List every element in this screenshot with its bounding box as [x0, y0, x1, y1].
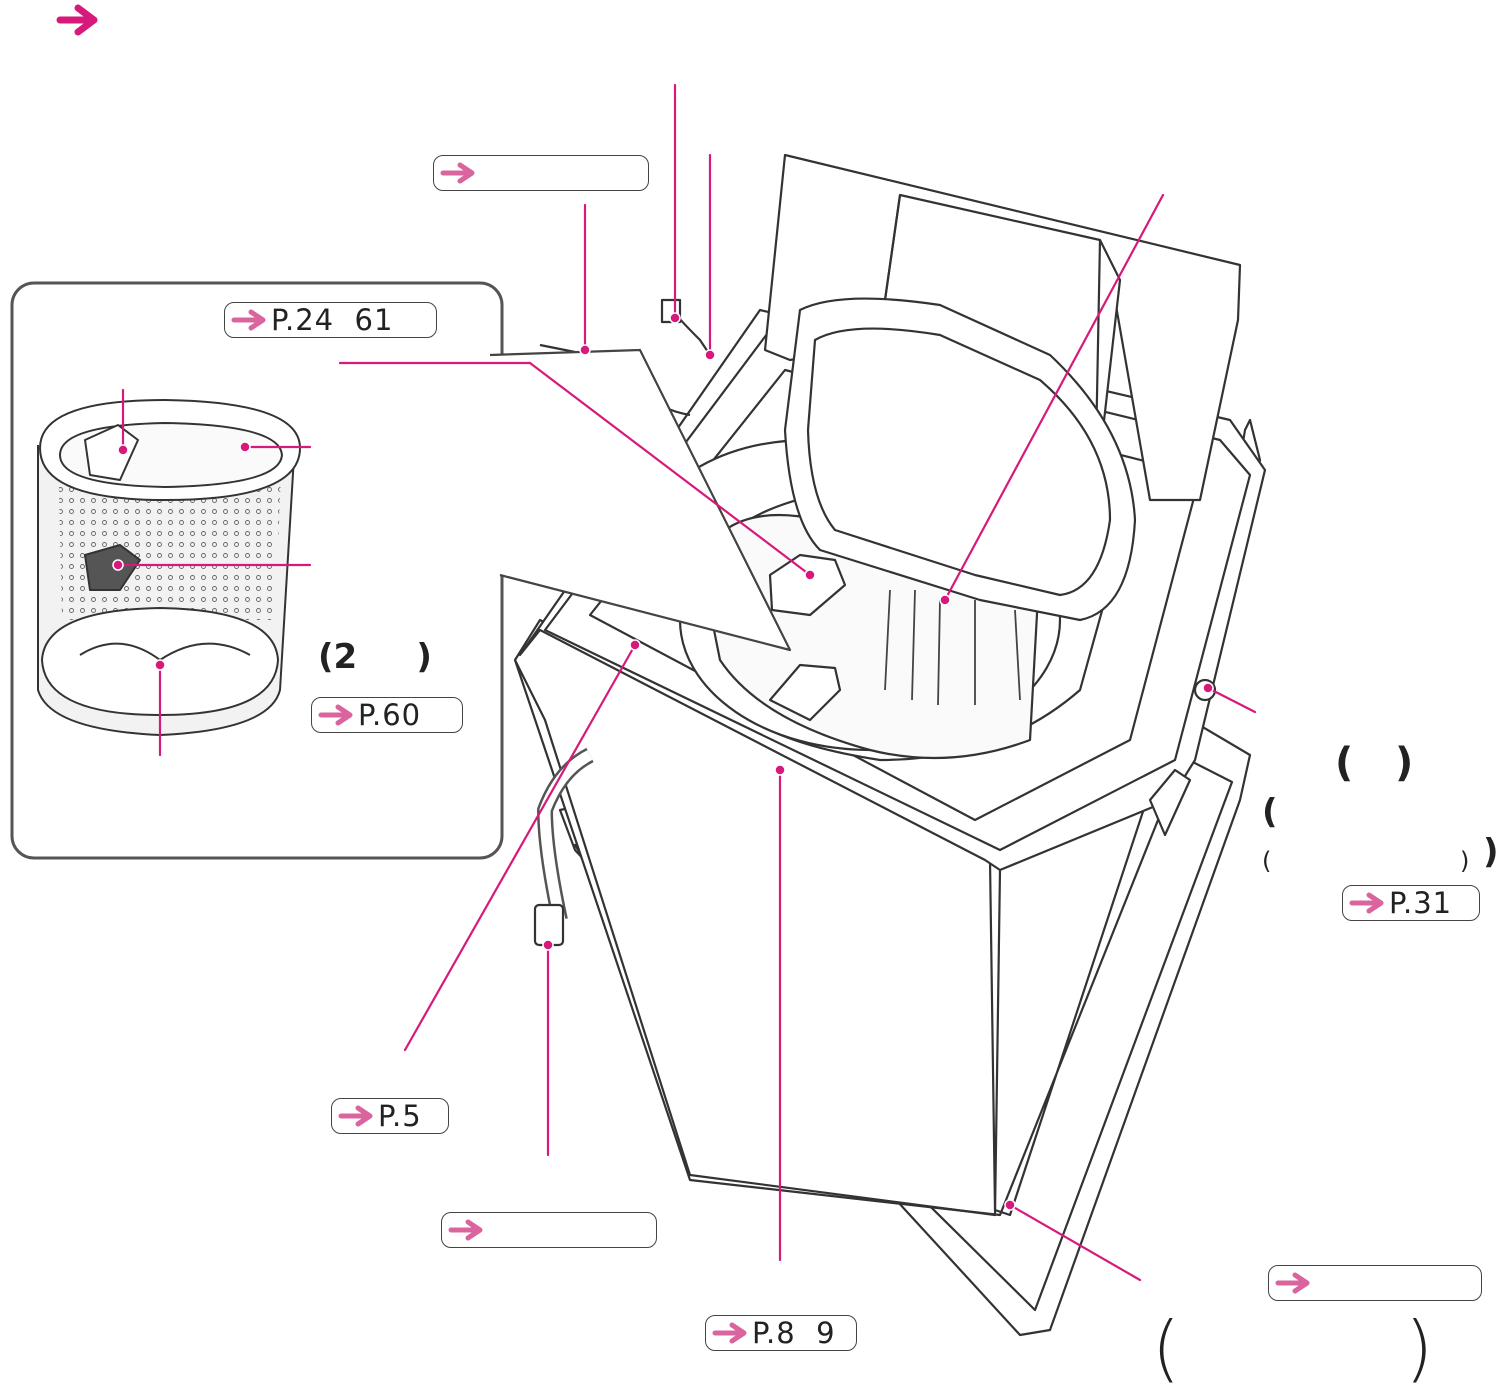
- cabinet-body: [513, 418, 1262, 1217]
- lid: [763, 153, 1242, 502]
- small-open-paren-label: (: [1262, 847, 1272, 875]
- bottom-open-paren-label: (: [1152, 1306, 1181, 1390]
- reference-badge-p8: P.8 9: [705, 1315, 857, 1351]
- right-arrow-icon: [338, 1105, 373, 1127]
- right-arrow-icon: [448, 1219, 483, 1241]
- reference-badge: [433, 155, 649, 191]
- right-arrow-icon: [231, 309, 266, 331]
- reference-badge-p24: P.24 61: [224, 302, 437, 338]
- reference-badge-p31: P.31: [1342, 885, 1480, 921]
- bottom-close-paren-label: ): [1405, 1306, 1434, 1390]
- leader-lines: [116, 83, 1257, 1282]
- badge-label: P.5: [378, 1098, 422, 1133]
- inset-count-label: (2 ): [318, 637, 432, 677]
- badge-label: P.31: [1389, 885, 1453, 920]
- badge-label: P.24 61: [271, 302, 394, 337]
- badge-label: P.60: [358, 697, 422, 732]
- inset-drum: [37, 399, 301, 736]
- reference-badge-p5: P.5: [331, 1098, 449, 1134]
- right-arrow-icon: [1349, 892, 1384, 914]
- open-paren-label: (: [1262, 792, 1278, 832]
- right-arrow-icon: [440, 162, 475, 184]
- reference-badge: [441, 1212, 657, 1248]
- right-arrow-icon: [318, 704, 353, 726]
- close-paren-label: ): [1483, 832, 1499, 872]
- right-arrow-icon: [56, 4, 98, 36]
- washing-machine: [513, 153, 1267, 1337]
- right-arrow-icon: [1275, 1272, 1310, 1294]
- reference-badge: [1268, 1265, 1482, 1301]
- small-close-paren-label: ): [1460, 847, 1470, 875]
- badge-label: P.8 9: [752, 1315, 836, 1350]
- leader-dots: [112, 312, 1214, 1211]
- reference-badge-p60: P.60: [311, 697, 463, 733]
- paren-pair-label: ( ): [1335, 740, 1414, 786]
- right-arrow-icon: [712, 1322, 747, 1344]
